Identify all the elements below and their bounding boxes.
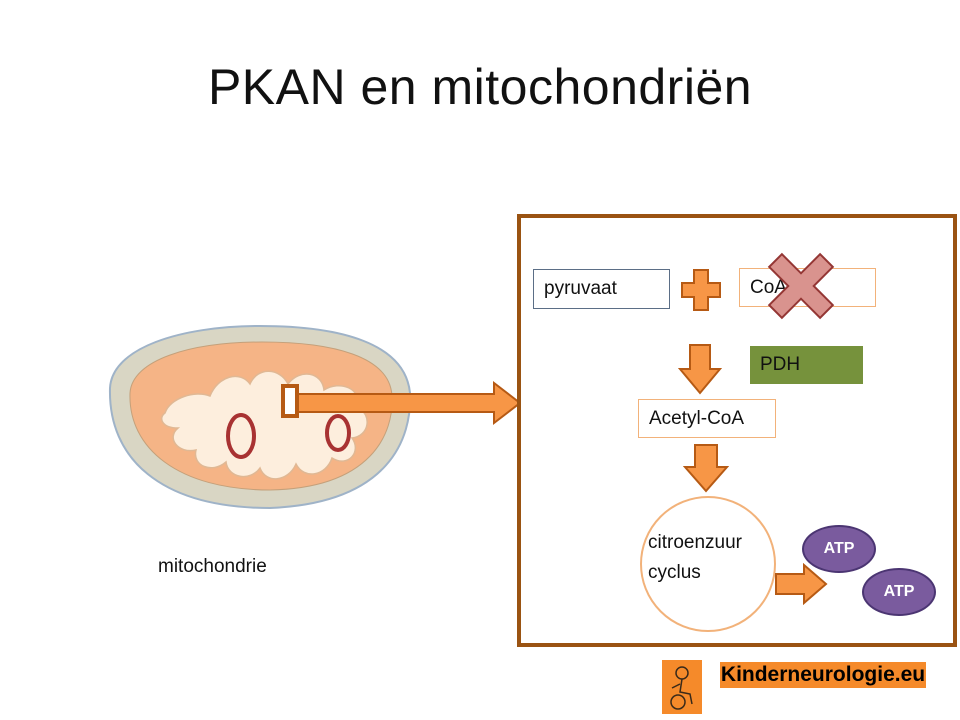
plus-icon [681, 269, 721, 311]
citric-acid-cycle-circle [640, 496, 776, 632]
zoom-arrow [297, 380, 522, 426]
pdh-enzyme-box: PDH [750, 346, 863, 384]
pyruvate-label: pyruvaat [544, 278, 617, 299]
pdh-label: PDH [760, 354, 801, 375]
slide-title: PKAN en mitochondriën [207, 59, 753, 115]
cycle-label-line1: citroenzuur [648, 532, 742, 553]
coa-label: CoA [750, 276, 787, 298]
arrow-down-icon [683, 444, 729, 493]
acetyl-coa-box: Acetyl-CoA [638, 399, 776, 438]
acetyl-coa-label: Acetyl-CoA [649, 407, 745, 429]
logo-text[interactable]: Kinderneurologie.eu [720, 662, 926, 688]
pyruvate-box: pyruvaat [533, 269, 670, 309]
logo-icon [662, 660, 702, 714]
atp-molecule: ATP [802, 525, 876, 573]
cycle-label-line2: cyclus [648, 562, 701, 583]
arrow-down-icon [678, 344, 722, 395]
atp-molecule: ATP [862, 568, 936, 616]
wheelchair-figure-icon [670, 666, 693, 710]
blocked-cross-icon [767, 252, 835, 320]
mitochondrion-label: mitochondrie [158, 556, 267, 577]
arrow-right-icon [775, 563, 828, 605]
